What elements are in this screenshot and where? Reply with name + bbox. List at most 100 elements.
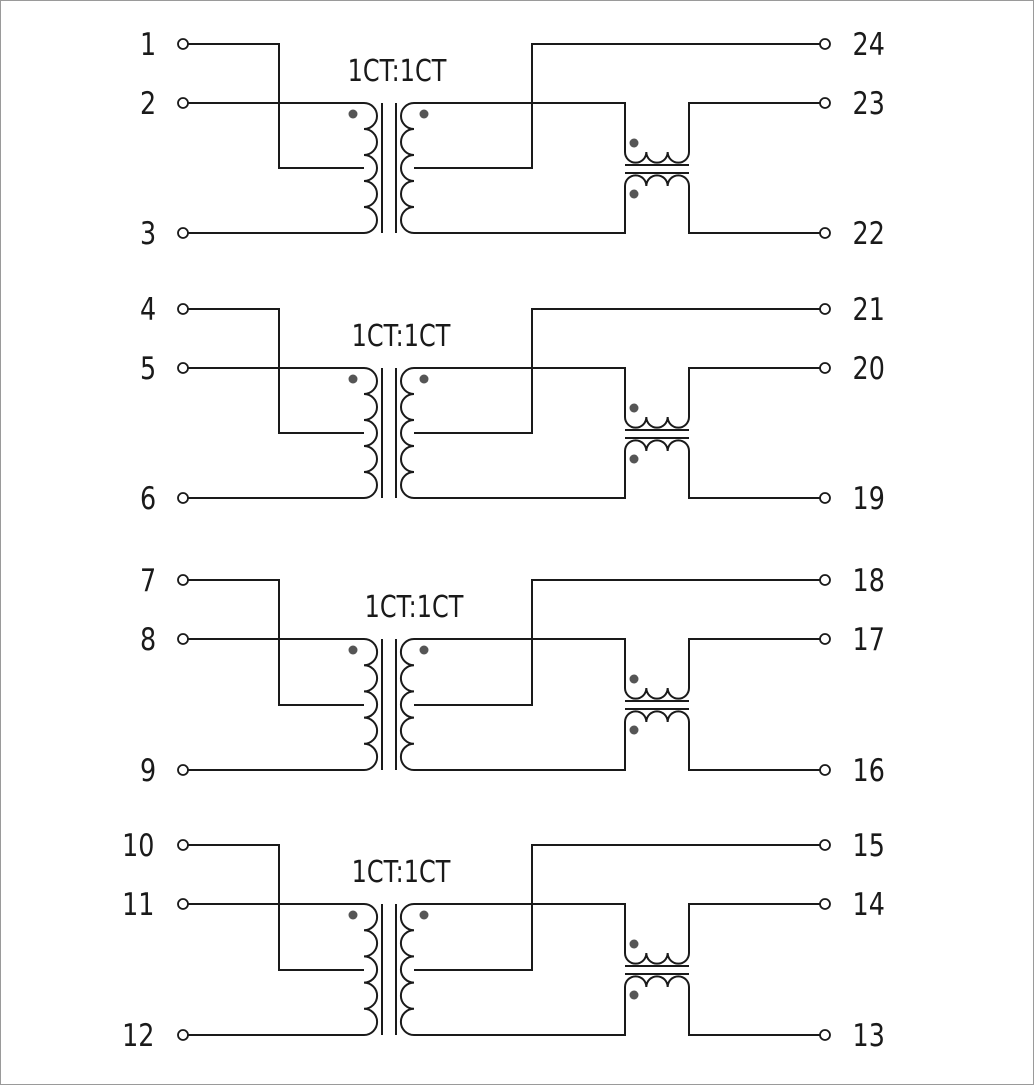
polarity-dot-icon <box>629 189 639 199</box>
transformer-icon <box>348 102 429 234</box>
polarity-dot-icon <box>629 138 639 148</box>
secondary-coil <box>400 367 415 499</box>
pin-label-left: 3 <box>140 216 156 252</box>
pin-label-right: 18 <box>853 563 885 599</box>
pin-terminal-icon <box>819 574 831 586</box>
pin-label-left: 2 <box>140 86 156 122</box>
pin-label-right: 20 <box>853 351 885 387</box>
pin-label-left: 9 <box>140 753 156 789</box>
pin-label-left: 6 <box>140 481 156 517</box>
wire-1 <box>183 308 364 434</box>
polarity-dot-icon <box>348 645 358 655</box>
choke-upper-winding <box>624 687 690 700</box>
pin-label-left: 5 <box>140 351 156 387</box>
pin-label-right: 17 <box>853 622 885 658</box>
pin-label-right: 22 <box>853 216 885 252</box>
pin-terminal-icon <box>819 362 831 374</box>
secondary-coil <box>399 903 415 1036</box>
polarity-dot-icon <box>629 725 639 735</box>
wire-1 <box>183 844 364 971</box>
wire-7 <box>688 102 825 152</box>
wire-8 <box>688 987 825 1036</box>
wire-6 <box>414 451 626 499</box>
wire-4 <box>414 43 825 169</box>
wire-6 <box>414 987 626 1036</box>
primary-coil <box>363 903 379 1036</box>
wire-5 <box>414 638 626 688</box>
pin-label-left: 11 <box>122 887 154 923</box>
wire-4 <box>414 579 825 706</box>
pin-label-left: 4 <box>140 292 156 328</box>
turns-ratio-label: 1CT:1CT <box>365 590 464 624</box>
pin-terminal-icon <box>177 633 189 645</box>
pin-label-left: 8 <box>140 622 156 658</box>
wire-5 <box>414 102 626 152</box>
pin-label-right: 24 <box>853 27 885 63</box>
pin-label-right: 21 <box>853 292 885 328</box>
pin-label-left: 10 <box>122 828 154 864</box>
turns-ratio-label: 1CT:1CT <box>348 54 447 88</box>
polarity-dot-icon <box>348 109 358 119</box>
pin-terminal-icon <box>177 839 189 851</box>
wire-7 <box>688 638 825 688</box>
choke-lower-winding <box>624 975 690 988</box>
polarity-dot-icon <box>629 674 639 684</box>
common-mode-choke-icon <box>624 403 690 464</box>
turns-ratio-label: 1CT:1CT <box>352 319 451 353</box>
pin-terminal-icon <box>819 764 831 776</box>
polarity-dot-icon <box>348 910 358 920</box>
polarity-dot-icon <box>629 454 639 464</box>
pin-terminal-icon <box>177 97 189 109</box>
polarity-dot-icon <box>419 645 429 655</box>
common-mode-choke-icon <box>624 674 690 735</box>
wire-4 <box>414 308 825 434</box>
wire-5 <box>414 903 626 953</box>
channel-3: 7 8 9 18 17 16 1CT:1CT <box>140 563 885 789</box>
pin-terminal-icon <box>177 303 189 315</box>
pin-label-right: 13 <box>853 1018 885 1054</box>
choke-lower-winding <box>624 710 690 723</box>
wire-8 <box>688 451 825 499</box>
choke-upper-winding <box>624 416 690 429</box>
pin-terminal-icon <box>819 1029 831 1041</box>
wire-8 <box>688 186 825 234</box>
pin-terminal-icon <box>819 303 831 315</box>
pin-terminal-icon <box>177 574 189 586</box>
primary-coil <box>363 102 378 234</box>
pin-label-right: 14 <box>853 887 885 923</box>
wire-1 <box>183 43 364 169</box>
pin-terminal-icon <box>177 38 189 50</box>
polarity-dot-icon <box>629 403 639 413</box>
pin-terminal-icon <box>177 227 189 239</box>
pin-terminal-icon <box>177 362 189 374</box>
pin-label-left: 7 <box>140 563 156 599</box>
wire-6 <box>414 722 626 771</box>
choke-lower-winding <box>624 174 690 187</box>
primary-coil <box>363 638 379 771</box>
pin-terminal-icon <box>819 97 831 109</box>
pin-terminal-icon <box>177 492 189 504</box>
choke-upper-winding <box>624 952 690 965</box>
common-mode-choke-icon <box>624 939 690 1000</box>
wire-6 <box>414 186 626 234</box>
pin-terminal-icon <box>819 38 831 50</box>
pin-terminal-icon <box>819 839 831 851</box>
wire-8 <box>688 722 825 771</box>
pin-terminal-icon <box>819 898 831 910</box>
choke-lower-winding <box>624 439 690 452</box>
transformer-icon <box>348 367 429 499</box>
secondary-coil <box>399 638 415 771</box>
pin-label-right: 16 <box>853 753 885 789</box>
wire-7 <box>688 367 825 417</box>
pin-terminal-icon <box>819 633 831 645</box>
pin-label-right: 23 <box>853 86 885 122</box>
polarity-dot-icon <box>629 990 639 1000</box>
wire-1 <box>183 579 364 706</box>
pin-terminal-icon <box>177 1029 189 1041</box>
wire-7 <box>688 903 825 953</box>
pin-label-left: 12 <box>122 1018 154 1054</box>
